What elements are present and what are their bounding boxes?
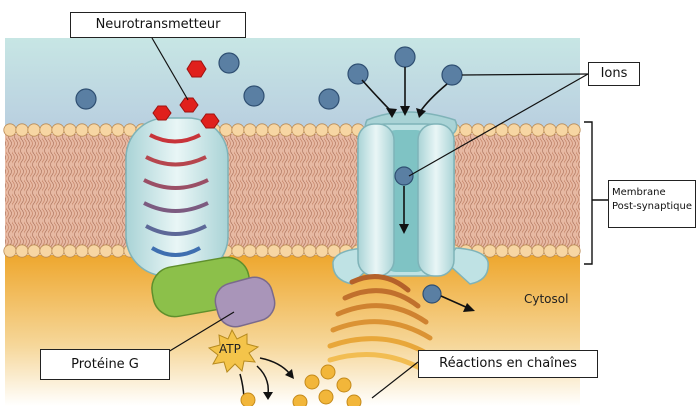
neurotransmitter-molecule — [200, 113, 220, 129]
messenger-molecule — [346, 394, 362, 406]
ion — [75, 88, 97, 110]
lipid-head — [39, 123, 53, 137]
lipid-head — [39, 244, 53, 258]
lipid-head — [51, 123, 65, 137]
lipid-head — [255, 123, 269, 137]
lipid-head — [231, 244, 245, 258]
lipid-head — [531, 123, 545, 137]
ion — [243, 85, 265, 107]
membrane-bracket — [584, 121, 608, 265]
ion — [394, 46, 416, 68]
lipid-head — [255, 244, 269, 258]
second-messengers — [240, 364, 362, 406]
lipid-head — [243, 244, 257, 258]
lipid-bilayer — [3, 123, 581, 258]
lipid-head — [327, 123, 341, 137]
messenger-molecule — [320, 364, 336, 380]
neurotransmitter-molecule — [186, 60, 207, 78]
lipid-head — [75, 244, 89, 258]
lipid-head — [279, 123, 293, 137]
messenger-molecule — [318, 389, 334, 405]
lipid-head — [303, 244, 317, 258]
lipid-head — [63, 244, 77, 258]
lipid-head — [567, 244, 581, 258]
lipid-head — [111, 244, 125, 258]
signal-waves — [327, 274, 433, 371]
lipid-head — [267, 123, 281, 137]
membrane-label-line2: Post-synaptique — [612, 201, 693, 212]
lipid-head — [531, 244, 545, 258]
membrane-label: Membrane Post-synaptique — [608, 180, 696, 228]
lipid-head — [75, 123, 89, 137]
lipid-head — [315, 244, 329, 258]
neurotransmitters — [152, 60, 220, 129]
lipid-head — [507, 244, 521, 258]
lipid-head — [111, 123, 125, 137]
lipid-head — [495, 244, 509, 258]
lipid-head — [231, 123, 245, 137]
lipid-head — [519, 123, 533, 137]
lipid-head — [483, 244, 497, 258]
lipid-head — [555, 244, 569, 258]
ion — [347, 63, 369, 85]
atp-label: ATP — [219, 342, 241, 356]
atp-starburst — [207, 328, 260, 373]
arrowheads — [386, 106, 475, 312]
lipid-head — [243, 123, 257, 137]
neurotransmitter-molecule — [179, 97, 199, 113]
leader-lines — [151, 37, 589, 399]
lipid-head — [219, 123, 233, 137]
lipid-head — [291, 123, 305, 137]
ion — [218, 52, 240, 74]
neurotransmitter-label: Neurotransmetteur — [70, 12, 246, 38]
lipid-head — [63, 123, 77, 137]
messenger-molecule — [240, 392, 256, 406]
gpcr-receptor — [125, 117, 229, 277]
neurotransmitter-molecule — [152, 105, 172, 121]
lipid-head — [519, 244, 533, 258]
lipid-head — [99, 244, 113, 258]
ion-flow-arrows — [361, 67, 469, 309]
ion — [318, 88, 340, 110]
ion — [441, 64, 463, 86]
lipid-head — [15, 123, 29, 137]
ion-channel — [332, 111, 489, 285]
lipid-head — [99, 123, 113, 137]
lipid-head — [507, 123, 521, 137]
lipid-head — [87, 123, 101, 137]
lipid-head — [291, 244, 305, 258]
ions-label: Ions — [588, 62, 640, 86]
lipid-head — [87, 244, 101, 258]
lipid-head — [27, 123, 41, 137]
extracellular-space — [5, 38, 580, 128]
messenger-molecule — [336, 377, 352, 393]
lipid-head — [567, 123, 581, 137]
lipid-head — [543, 244, 557, 258]
atp-arrowheads — [263, 369, 294, 400]
lipid-head — [51, 244, 65, 258]
lipid-head — [339, 123, 353, 137]
lipid-head — [279, 244, 293, 258]
cytosol-region — [5, 255, 580, 406]
lipid-head — [459, 123, 473, 137]
lipid-head — [267, 244, 281, 258]
lipid-head — [555, 123, 569, 137]
lipid-head — [303, 123, 317, 137]
g-protein-label: Protéine G — [40, 349, 170, 380]
lipid-head — [27, 244, 41, 258]
lipid-head — [3, 123, 17, 137]
lipid-head — [315, 123, 329, 137]
lipid-head — [15, 244, 29, 258]
lipid-head — [543, 123, 557, 137]
ion — [394, 166, 414, 186]
messenger-molecule — [292, 394, 308, 406]
ion — [422, 284, 442, 304]
membrane-label-line1: Membrane — [612, 187, 666, 198]
chain-reactions-label: Réactions en chaînes — [418, 350, 598, 378]
cytosol-label: Cytosol — [524, 292, 569, 306]
messenger-molecule — [304, 374, 320, 390]
lipid-head — [3, 244, 17, 258]
